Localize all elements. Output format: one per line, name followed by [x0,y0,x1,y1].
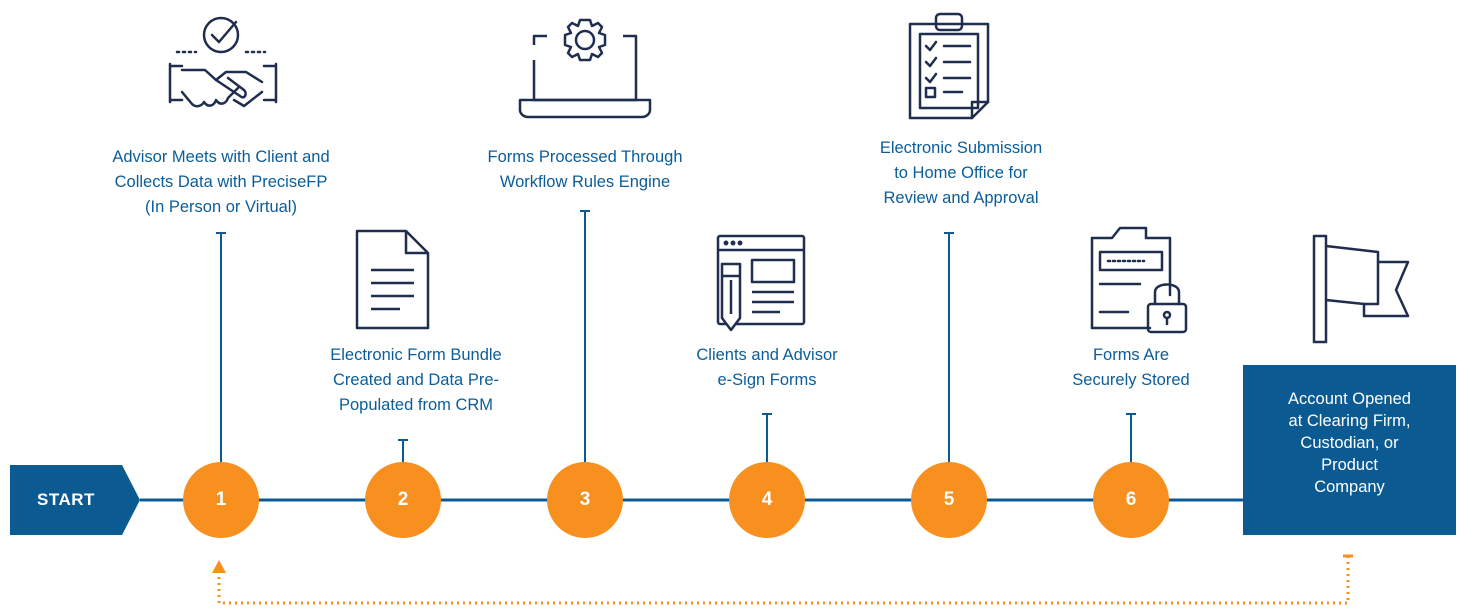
start-arrow-shape [10,465,140,535]
web-form-pen-icon [716,234,806,332]
step-2-label: Electronic Form Bundle Created and Data … [330,346,502,414]
step-4-label: Clients and Advisor e-Sign Forms [696,346,838,389]
handshake-check-icon [168,16,278,108]
flag-icon [1312,234,1410,344]
step-6-badge: 6 [1093,462,1169,538]
folder-lock-icon [1090,226,1188,334]
start-label: START [37,490,95,509]
account-opened-box [1243,365,1456,535]
step-3-label: Forms Processed Through Workflow Rules E… [487,148,683,191]
connector-lines [216,210,1136,462]
loop-back-arrow [212,554,1353,605]
step-1-badge: 1 [183,462,259,538]
step-6-label: Forms Are Securely Stored [1072,346,1190,389]
step-4-badge: 4 [729,462,805,538]
laptop-gear-icon [518,18,652,119]
clipboard-checklist-icon [908,12,990,120]
step-1-label: Advisor Meets with Client and Collects D… [112,148,330,216]
step-2-badge: 2 [365,462,441,538]
document-icon [355,229,430,330]
step-5-label: Electronic Submission to Home Office for… [879,139,1043,207]
step-5-badge: 5 [911,462,987,538]
step-3-badge: 3 [547,462,623,538]
account-opened-label: Account Opened at Clearing Firm, Custodi… [1288,390,1411,496]
